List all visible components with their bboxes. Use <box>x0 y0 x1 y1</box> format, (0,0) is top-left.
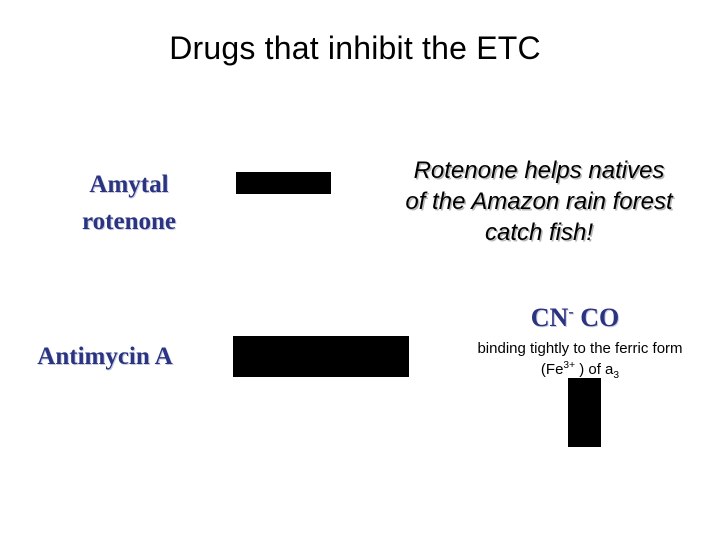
annotation-cn-co-line-1: binding tightly to the ferric form <box>477 340 683 357</box>
black-block-bar-3 <box>568 378 601 447</box>
drug-label-amytal: Amytal <box>89 171 169 198</box>
drug-label-amytal-rotenone: Amytal rotenone <box>0 166 258 240</box>
annotation-cn-co-note: binding tightly to the ferric form (Fe3+… <box>430 338 720 381</box>
annotation-rotenone-line-1: Rotenone helps natives <box>413 157 665 184</box>
cn-text: CN <box>530 303 569 332</box>
cn-charge-superscript: - <box>568 303 574 321</box>
black-block-bar-1 <box>236 172 331 194</box>
annotation-rotenone-line-3: catch fish! <box>484 219 594 246</box>
page-title: Drugs that inhibit the ETC <box>169 30 541 66</box>
drug-label-cn-co: CN- CO <box>430 303 720 333</box>
ferric-middle: ) of a <box>575 361 614 378</box>
drug-label-rotenone: rotenone <box>82 208 176 235</box>
cytochrome-a3-subscript: 3 <box>613 370 620 381</box>
co-text: CO <box>573 303 620 332</box>
annotation-rotenone-note: Rotenone helps natives of the Amazon rai… <box>348 155 720 248</box>
drug-label-antimycin-a: Antimycin A <box>37 343 173 370</box>
ferric-charge-superscript: 3+ <box>563 360 576 371</box>
black-block-bar-2 <box>233 336 409 377</box>
annotation-rotenone-line-2: of the Amazon rain forest <box>405 188 673 215</box>
ferric-prefix: (Fe <box>540 361 564 378</box>
annotation-cn-co-line-2: (Fe3+ ) of a3 <box>430 359 720 380</box>
